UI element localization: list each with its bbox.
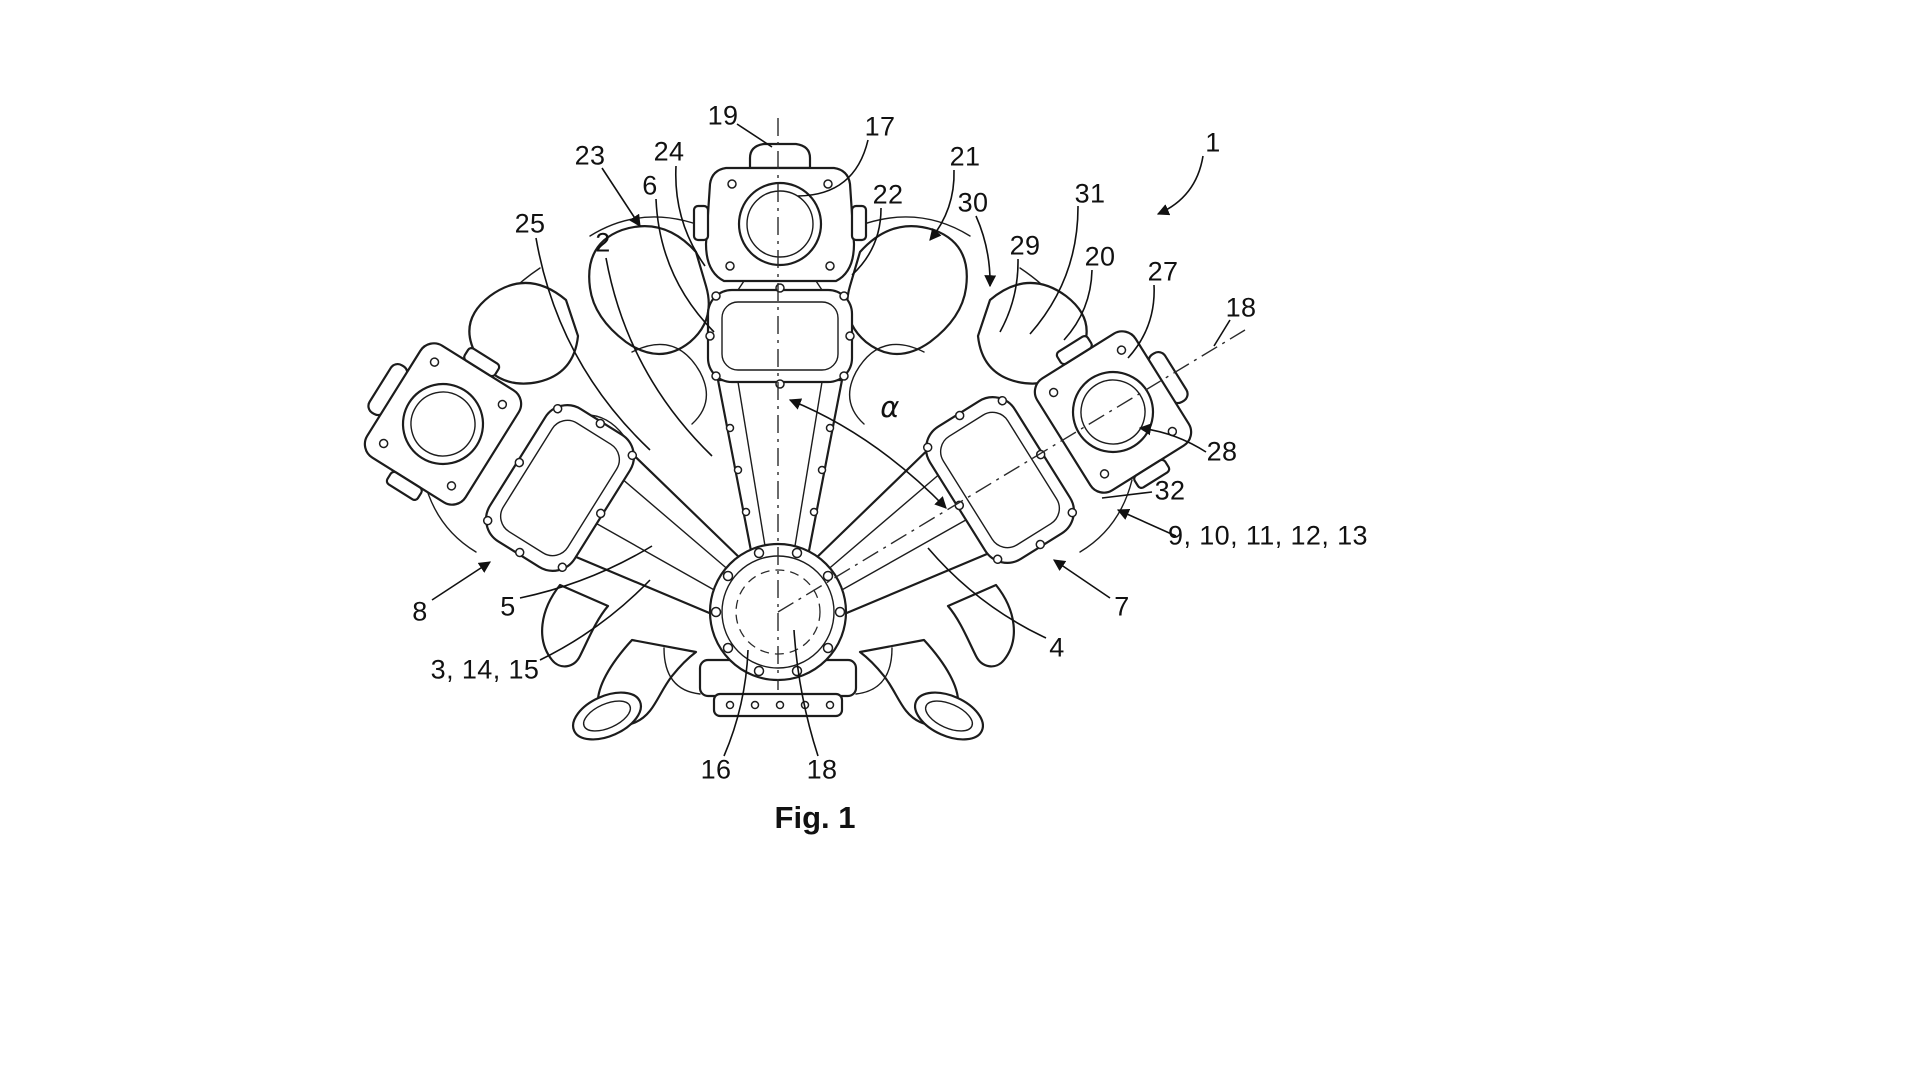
leader-30 xyxy=(975,215,997,288)
leader-21 xyxy=(929,169,955,241)
exhaust-manifold-left xyxy=(541,583,698,741)
leader-20 xyxy=(1063,269,1093,341)
leader-16 xyxy=(723,649,749,757)
ref-label-8: 8 xyxy=(412,596,428,627)
ref-label-5: 5 xyxy=(500,591,516,622)
leader-lines xyxy=(431,123,1231,757)
ref-label-alpha: α xyxy=(880,390,900,424)
ref-label-1: 1 xyxy=(1205,127,1221,158)
leader-23 xyxy=(601,167,641,228)
leader-24 xyxy=(674,165,706,267)
leader-32 xyxy=(1101,491,1153,499)
leader-19 xyxy=(736,123,773,148)
leader-25 xyxy=(535,237,651,451)
ref-label-31: 31 xyxy=(1074,178,1106,209)
ref-label-7: 7 xyxy=(1114,591,1130,622)
intake-runners xyxy=(468,225,1088,437)
ref-label-27: 27 xyxy=(1147,256,1179,287)
leader-4 xyxy=(927,547,1047,639)
leader-6 xyxy=(655,198,715,333)
ref-label-28: 28 xyxy=(1206,436,1238,467)
leader-8 xyxy=(431,561,492,601)
leader-1 xyxy=(1156,155,1204,216)
ref-label-9-13: 9, 10, 11, 12, 13 xyxy=(1168,520,1368,551)
leader-29 xyxy=(999,258,1019,333)
leader-5 xyxy=(519,545,653,599)
intake-plenum-top xyxy=(705,283,855,389)
leader-2 xyxy=(605,257,713,457)
figure-caption: Fig. 1 xyxy=(774,800,856,835)
ref-label-23: 23 xyxy=(574,140,606,171)
leader-28 xyxy=(1138,423,1207,453)
ref-label-3-14-15: 3, 14, 15 xyxy=(430,654,540,685)
ref-label-19: 19 xyxy=(707,100,739,131)
leader-9-13 xyxy=(1116,508,1177,537)
ref-label-4: 4 xyxy=(1049,632,1065,663)
ref-label-29: 29 xyxy=(1009,230,1041,261)
throttle-body-right xyxy=(1033,330,1193,494)
ref-label-32: 32 xyxy=(1154,475,1186,506)
leader-3-14-15 xyxy=(539,579,651,661)
leader-7 xyxy=(1053,559,1111,599)
ref-label-17: 17 xyxy=(864,111,896,142)
ref-label-24: 24 xyxy=(653,136,685,167)
ref-label-22: 22 xyxy=(872,179,904,210)
leader-22 xyxy=(851,207,882,276)
intake-plenum-left xyxy=(482,403,638,573)
throttle-body-top xyxy=(692,142,868,291)
ref-label-25: 25 xyxy=(514,208,546,239)
ref-label-18-axis: 18 xyxy=(1225,292,1257,323)
ref-label-2: 2 xyxy=(595,227,611,258)
throttle-body-left xyxy=(363,342,523,506)
leader-18-axis xyxy=(1213,319,1231,347)
bank-angle-arc xyxy=(788,398,947,509)
ref-label-21: 21 xyxy=(949,141,981,172)
bank-cover-center xyxy=(716,378,844,558)
leader-17 xyxy=(797,139,869,197)
leader-18-bottom xyxy=(793,629,819,757)
leader-31 xyxy=(1029,205,1079,335)
exhaust-manifold-right xyxy=(858,583,1015,741)
ref-label-20: 20 xyxy=(1084,241,1116,272)
ref-label-18-bottom: 18 xyxy=(806,754,838,785)
ref-label-30: 30 xyxy=(957,187,989,218)
leader-27 xyxy=(1127,284,1155,359)
bank-axis-diagonal xyxy=(777,329,1246,613)
ref-label-6: 6 xyxy=(642,170,658,201)
ref-label-16: 16 xyxy=(700,754,732,785)
